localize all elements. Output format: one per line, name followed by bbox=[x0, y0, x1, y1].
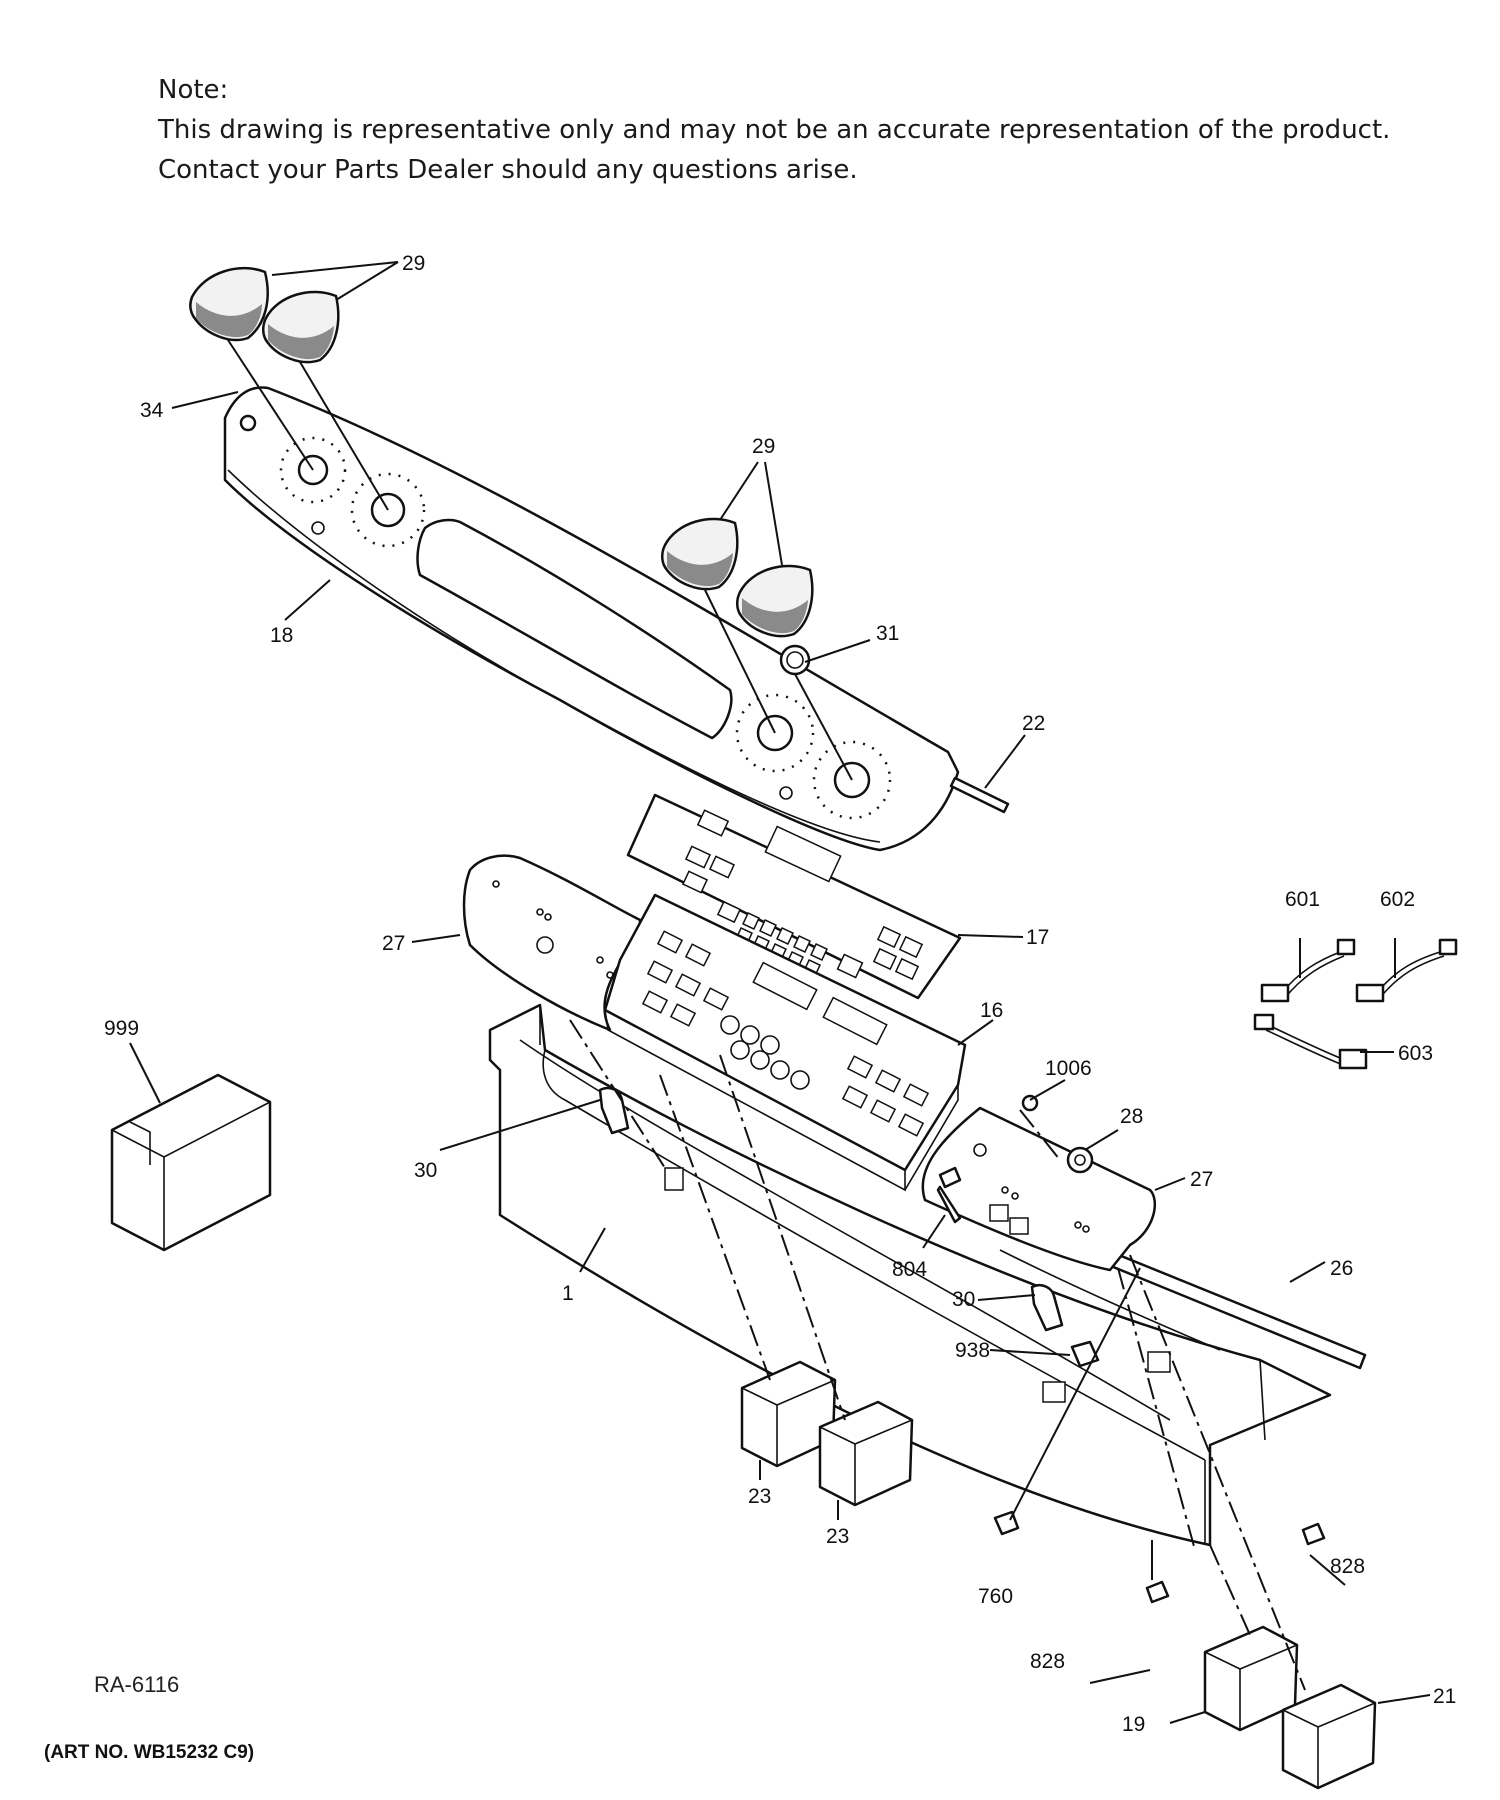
harness-602 bbox=[1374, 951, 1441, 996]
callout-1: 1 bbox=[562, 1282, 574, 1305]
part-27-right-bracket bbox=[921, 1106, 1157, 1272]
callout-601: 601 bbox=[1285, 888, 1320, 911]
drawing-note: Note: This drawing is representative onl… bbox=[158, 70, 1488, 190]
part-999-box bbox=[110, 1073, 272, 1252]
note-line-2: Contact your Parts Dealer should any que… bbox=[158, 155, 858, 185]
part-34-indicator bbox=[239, 414, 257, 432]
callout-17: 17 bbox=[1026, 926, 1049, 949]
callout-760: 760 bbox=[978, 1585, 1013, 1608]
part-23-switches bbox=[740, 1360, 914, 1507]
harness-603 bbox=[1267, 1024, 1346, 1061]
part-28-lamp bbox=[1066, 1146, 1094, 1174]
callout-23-left: 23 bbox=[748, 1485, 771, 1508]
part-18-control-panel bbox=[223, 386, 960, 852]
note-line-1: This drawing is representative only and … bbox=[158, 115, 1391, 145]
callout-23-right: 23 bbox=[826, 1525, 849, 1548]
callout-18: 18 bbox=[270, 624, 293, 647]
callout-22: 22 bbox=[1022, 712, 1045, 735]
part-828-screw-b bbox=[1301, 1522, 1326, 1546]
callout-30-right: 30 bbox=[952, 1288, 975, 1311]
callout-804: 804 bbox=[892, 1258, 927, 1281]
part-760-screw bbox=[993, 1510, 1020, 1536]
reference-number: RA-6116 bbox=[94, 1672, 180, 1697]
callout-602: 602 bbox=[1380, 888, 1415, 911]
part-804-screw bbox=[938, 1166, 962, 1189]
callout-19: 19 bbox=[1122, 1713, 1145, 1736]
part-19-21-switches bbox=[1203, 1625, 1377, 1790]
callout-34: 34 bbox=[140, 399, 164, 422]
callout-29-top-left: 29 bbox=[402, 252, 425, 275]
wire-harnesses bbox=[1253, 938, 1458, 1070]
callout-999: 999 bbox=[104, 1017, 139, 1040]
assembly-lines bbox=[569, 1019, 1306, 1691]
leader-lines bbox=[129, 261, 1431, 1724]
part-17-membrane bbox=[626, 793, 962, 1000]
part-16-control-board bbox=[603, 893, 967, 1192]
part-29-knobs bbox=[189, 267, 814, 676]
callout-27-left: 27 bbox=[382, 932, 405, 955]
callout-1006: 1006 bbox=[1045, 1057, 1092, 1080]
part-1006-screw bbox=[1021, 1094, 1039, 1112]
part-828-screw-a bbox=[1145, 1580, 1170, 1604]
callout-603: 603 bbox=[1398, 1042, 1433, 1065]
part-31-knob-ring bbox=[779, 644, 811, 676]
callout-labels: 29 34 18 29 31 22 17 27 16 601 602 603 9… bbox=[104, 252, 1456, 1736]
callout-828-right: 828 bbox=[1330, 1555, 1365, 1578]
callout-21: 21 bbox=[1433, 1685, 1456, 1708]
part-27-left-bracket bbox=[462, 854, 642, 1032]
callout-30-left: 30 bbox=[414, 1159, 437, 1182]
part-30-bulb-right bbox=[1030, 1283, 1064, 1332]
part-21-switch bbox=[1281, 1683, 1377, 1790]
callout-29-center: 29 bbox=[752, 435, 775, 458]
callout-26: 26 bbox=[1330, 1257, 1353, 1280]
part-22-trim bbox=[949, 776, 1010, 814]
art-number: (ART NO. WB15232 C9) bbox=[44, 1742, 255, 1763]
callout-31: 31 bbox=[876, 622, 899, 645]
callout-28: 28 bbox=[1120, 1105, 1143, 1128]
callout-938: 938 bbox=[955, 1339, 990, 1362]
callout-828-left: 828 bbox=[1030, 1650, 1065, 1673]
note-heading: Note: bbox=[158, 75, 229, 105]
callout-16: 16 bbox=[980, 999, 1003, 1022]
callout-27-right: 27 bbox=[1190, 1168, 1213, 1191]
